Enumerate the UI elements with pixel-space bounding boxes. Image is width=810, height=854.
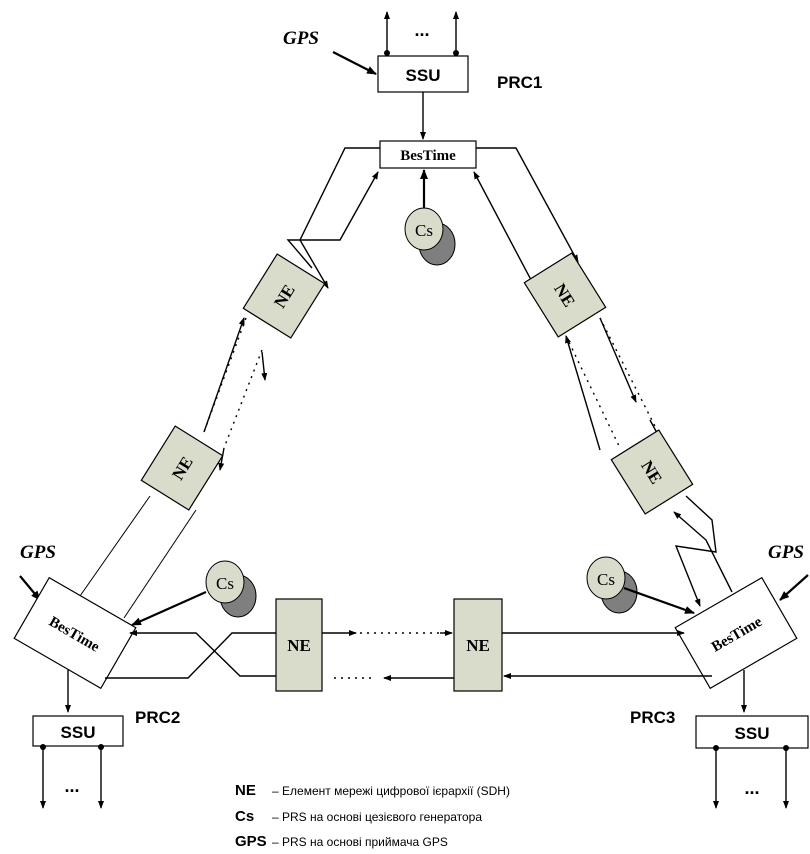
bestime-label-top: BesTime	[400, 148, 456, 164]
cs-label-right: Cs	[597, 570, 615, 589]
bottom-link: NE NE	[105, 598, 712, 692]
ne-box-bottom-1	[275, 598, 323, 692]
gps-label-top: GPS	[283, 28, 319, 49]
cs-arrow-right	[623, 586, 695, 615]
ne-box-right-1: NE	[523, 252, 607, 338]
legend-abbr-cs: Cs	[235, 808, 254, 825]
ne-box-bottom-2	[453, 598, 503, 692]
ssu-box-left	[32, 715, 124, 747]
ne-label-bottom-2: NE	[466, 636, 490, 655]
legend-desc-cs: – PRS на основі цезієвого генератора	[272, 810, 482, 824]
cs-circle-right	[586, 556, 626, 600]
ssu-box-right	[695, 715, 809, 749]
ellipsis-top: ...	[414, 20, 429, 40]
gps-label-left: GPS	[20, 542, 56, 563]
cs-circle-left	[205, 560, 245, 604]
ellipsis-right: ...	[744, 778, 759, 798]
cs-label-left: Cs	[216, 574, 234, 593]
gps-arrow-top	[332, 51, 377, 75]
prc2-node: GPS BesTime Cs SSU ... PRC2	[13, 542, 257, 809]
gps-label-right: GPS	[768, 542, 804, 563]
legend: NE – Елемент мережі цифрової ієрархії (S…	[235, 782, 510, 850]
prc2-label: PRC2	[135, 708, 180, 727]
right-link: NE NE	[473, 147, 733, 607]
prc1-node: ... SSU PRC1 GPS BesTime Cs	[283, 11, 542, 266]
ellipsis-left: ...	[64, 776, 79, 796]
ne-label-bottom-1: NE	[287, 636, 311, 655]
gps-arrow-right	[779, 574, 809, 601]
legend-desc-gps: – PRS на основі приймача GPS	[272, 835, 448, 849]
prc3-label: PRC3	[630, 708, 675, 727]
bestime-box-top	[379, 140, 477, 169]
prc3-node: GPS BesTime Cs SSU ... PRC3	[586, 542, 809, 809]
ne-box-left-1: NE	[242, 253, 326, 339]
ne-box-left-2: NE	[140, 425, 224, 511]
output-dot	[453, 50, 459, 56]
cs-arrow-left	[131, 590, 207, 627]
bestime-box-right: BesTime	[674, 576, 798, 690]
legend-abbr-gps: GPS	[235, 833, 267, 850]
ne-box-right-2: NE	[610, 429, 694, 515]
ssu-label-top: SSU	[406, 66, 441, 85]
prc1-label: PRC1	[497, 73, 542, 92]
output-dot	[384, 50, 390, 56]
cs-label-top: Cs	[415, 221, 433, 240]
gps-arrow-left	[19, 575, 41, 601]
left-link: NE NE	[79, 147, 380, 619]
ssu-label-right: SSU	[735, 724, 770, 743]
bestime-box-left: BesTime	[13, 576, 137, 690]
legend-abbr-ne: NE	[235, 782, 256, 799]
legend-desc-ne: – Елемент мережі цифрової ієрархії (SDH)	[272, 784, 510, 798]
ssu-label-left: SSU	[61, 723, 96, 742]
